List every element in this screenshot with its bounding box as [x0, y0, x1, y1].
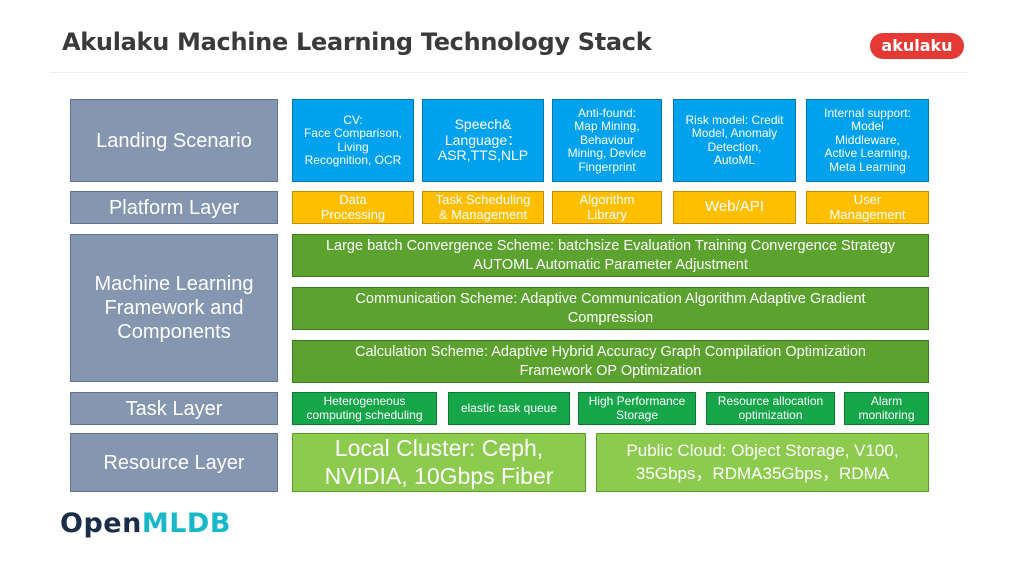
- page-title: Akulaku Machine Learning Technology Stac…: [62, 28, 652, 56]
- landing-item-speech: Speech& Language： ASR,TTS,NLP: [422, 99, 544, 182]
- resource-item-public-cloud: Public Cloud: Object Storage, V100, 35Gb…: [596, 433, 929, 492]
- layer-landing-scenario: Landing Scenario: [70, 99, 278, 182]
- platform-item-algorithm-library: Algorithm Library: [552, 191, 662, 224]
- header-divider: [50, 72, 968, 73]
- layer-resource: Resource Layer: [70, 433, 278, 492]
- layer-task: Task Layer: [70, 392, 278, 425]
- ml-item-communication: Communication Scheme: Adaptive Communica…: [292, 287, 929, 330]
- layer-ml-framework: Machine Learning Framework and Component…: [70, 234, 278, 382]
- openmldb-logo: OpenMLDB: [60, 508, 231, 539]
- akulaku-logo: akulaku: [870, 33, 964, 59]
- landing-item-risk-model: Risk model: Credit Model, Anomaly Detect…: [673, 99, 796, 182]
- task-item-alarm: Alarm monitoring: [844, 392, 929, 425]
- platform-item-data-processing: Data Processing: [292, 191, 414, 224]
- platform-item-web-api: Web/API: [673, 191, 796, 224]
- landing-item-cv: CV: Face Comparison, Living Recognition,…: [292, 99, 414, 182]
- platform-item-user-management: User Management: [806, 191, 929, 224]
- landing-item-anti-fraud: Anti-found: Map Mining, Behaviour Mining…: [552, 99, 662, 182]
- task-item-resource-allocation: Resource allocation optimization: [706, 392, 835, 425]
- landing-item-internal-support: Internal support: Model Middleware, Acti…: [806, 99, 929, 182]
- task-item-heterogeneous: Heterogeneous computing scheduling: [292, 392, 437, 425]
- layer-platform: Platform Layer: [70, 191, 278, 224]
- task-item-storage: High Performance Storage: [578, 392, 696, 425]
- task-item-elastic-queue: elastic task queue: [448, 392, 570, 425]
- ml-item-calculation: Calculation Scheme: Adaptive Hybrid Accu…: [292, 340, 929, 383]
- ml-item-large-batch: Large batch Convergence Scheme: batchsiz…: [292, 234, 929, 277]
- platform-item-task-scheduling: Task Scheduling & Management: [422, 191, 544, 224]
- resource-item-local-cluster: Local Cluster: Ceph, NVIDIA, 10Gbps Fibe…: [292, 433, 586, 492]
